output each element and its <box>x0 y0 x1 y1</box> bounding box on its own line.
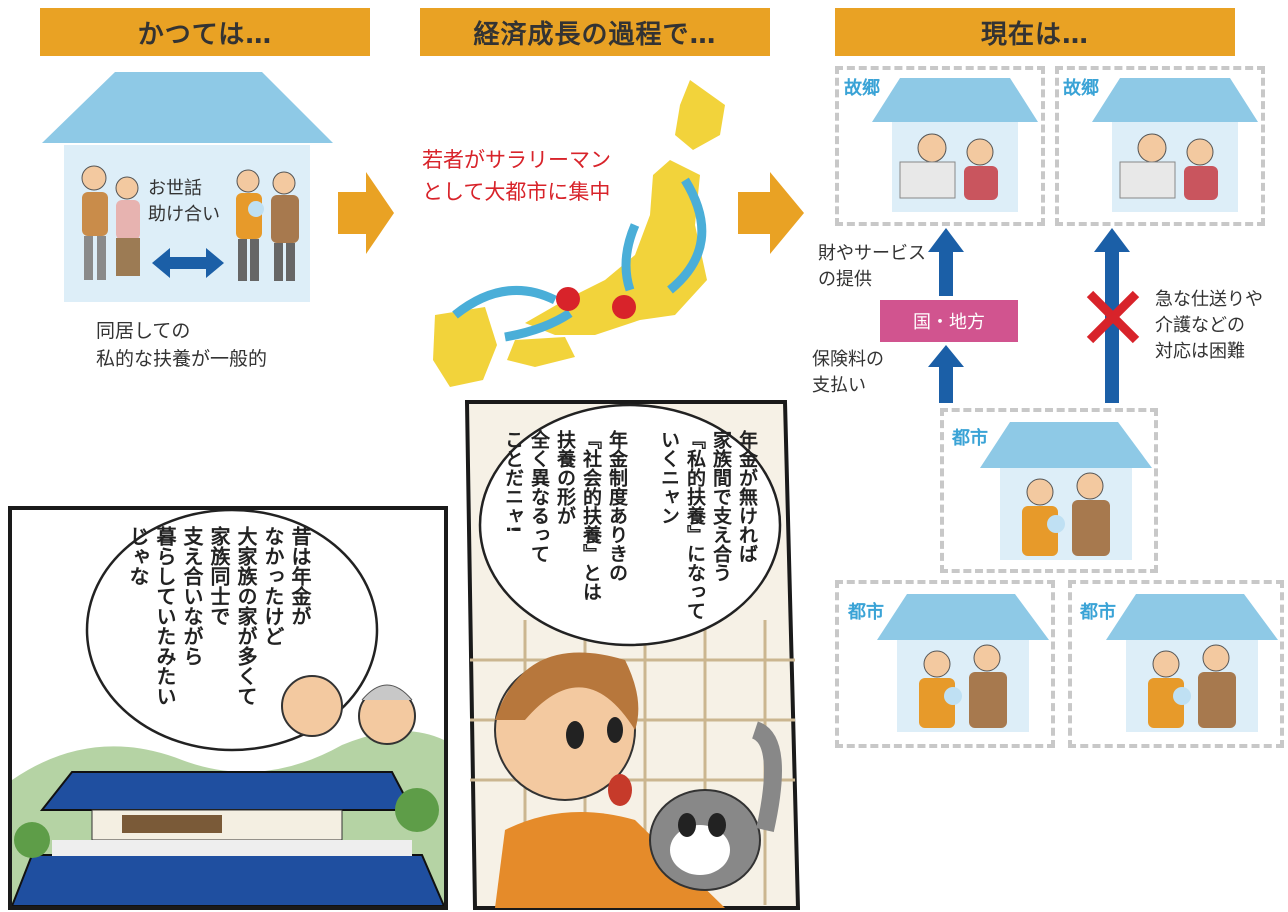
difficult-line1: 急な仕送りや <box>1155 289 1263 310</box>
city-box-3 <box>1068 580 1284 748</box>
goods-line1: 財やサービス <box>818 243 926 264</box>
left-speech-text: 昔は年金が なかったけど 大家族の家が多くて 家族同士で 支え合いながら 暮らし… <box>126 526 312 706</box>
japan-map <box>433 80 725 387</box>
growth-label-line2: として大都市に集中 <box>422 180 611 204</box>
city-label-1: 都市 <box>952 428 988 449</box>
city-box-2 <box>835 580 1055 748</box>
cross-icon <box>1086 290 1140 344</box>
manga-panel-right-frame <box>465 400 800 910</box>
hometown-house-2 <box>1092 78 1258 212</box>
goods-line2: の提供 <box>818 269 872 290</box>
past-caption-line2: 私的な扶養が一般的 <box>96 348 268 370</box>
double-arrow-icon <box>152 248 224 278</box>
gov-box: 国・地方 <box>880 300 1018 342</box>
left-panel-scene <box>12 510 444 906</box>
city-house-1 <box>980 422 1152 560</box>
banner-past: かつては… <box>40 8 370 56</box>
young-family-illustration <box>236 169 299 281</box>
past-house-roof <box>42 72 333 143</box>
past-caption-line1: 同居しての <box>96 320 191 342</box>
city-box-1 <box>940 408 1158 573</box>
difficult-line3: 対応は困難 <box>1155 341 1245 362</box>
hometown-box-1 <box>835 66 1045 226</box>
banner-growth: 経済成長の過程で… <box>420 8 770 56</box>
right-speech-text: 年金が無ければ 家族間で支え合う 『私的扶養』になって いくニャン 年金制度あり… <box>502 430 758 620</box>
city-house-3 <box>1106 594 1278 732</box>
flow-arrow-1 <box>338 172 394 254</box>
difficult-line2: 介護などの <box>1155 315 1245 336</box>
care-label: お世話 助け合い <box>148 178 220 225</box>
hometown-label-1: 故郷 <box>844 78 880 99</box>
hometown-house-1 <box>872 78 1038 212</box>
city-label-3: 都市 <box>1080 602 1116 623</box>
manga-panel-left: 昔は年金が なかったけど 大家族の家が多くて 家族同士で 支え合いながら 暮らし… <box>8 506 448 910</box>
flow-arrow-2 <box>738 172 804 254</box>
city-label-2: 都市 <box>848 602 884 623</box>
hometown-box-2 <box>1055 66 1265 226</box>
city-house-2 <box>877 594 1049 732</box>
up-arrow-services <box>928 228 964 296</box>
banner-present: 現在は… <box>835 8 1235 56</box>
grandparents-illustration <box>81 165 140 280</box>
up-arrow-premium <box>928 345 964 403</box>
premium-line2: 支払い <box>812 375 866 396</box>
hometown-label-2: 故郷 <box>1063 78 1099 99</box>
premium-line1: 保険料の <box>812 349 884 370</box>
growth-label-line1: 若者がサラリーマン <box>422 148 611 172</box>
